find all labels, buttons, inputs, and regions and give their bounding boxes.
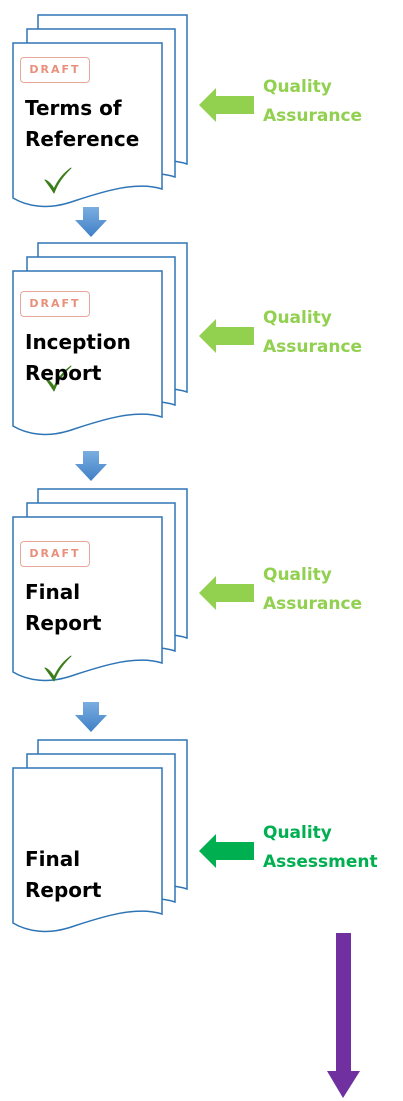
quality-label-line: Quality	[263, 565, 332, 585]
draft-stamp-icon: DRAFT	[20, 291, 90, 317]
document-title-final-report: Final Report	[25, 844, 101, 906]
document-title-line: Reference	[25, 127, 140, 151]
quality-label-line: Assurance	[263, 106, 363, 126]
document-title-line: Final	[25, 580, 81, 604]
quality-assurance-label: Quality Assurance	[263, 73, 362, 131]
document-stack-icon	[12, 242, 188, 436]
arrow-down-icon	[75, 207, 107, 237]
draft-stamp-icon: DRAFT	[20, 541, 90, 567]
document-stack-icon	[12, 14, 188, 208]
document-title-inception-report: Inception Report	[25, 327, 131, 389]
document-title-line: Report	[25, 878, 102, 902]
document-title-line: Inception	[25, 330, 131, 354]
checkmark-icon	[44, 365, 72, 392]
quality-label-line: Quality	[263, 823, 332, 843]
quality-assessment-label: Quality Assessment	[263, 819, 378, 877]
arrow-left-icon	[199, 576, 254, 610]
document-title-final-report-draft: Final Report	[25, 577, 101, 639]
document-title-line: Terms of	[25, 96, 122, 120]
checkmark-icon	[44, 167, 72, 194]
document-title-line: Report	[25, 611, 102, 635]
document-title-line: Final	[25, 847, 81, 871]
quality-label-line: Assurance	[263, 594, 363, 614]
long-arrow-down-icon	[327, 933, 360, 1098]
arrow-left-icon	[199, 319, 254, 353]
quality-label-line: Quality	[263, 308, 332, 328]
quality-label-line: Quality	[263, 77, 332, 97]
quality-label-line: Assessment	[263, 852, 378, 872]
quality-assurance-label: Quality Assurance	[263, 561, 362, 619]
quality-assurance-label: Quality Assurance	[263, 304, 362, 362]
arrow-left-icon	[199, 88, 254, 122]
document-stack-icon	[12, 488, 188, 682]
arrow-down-icon	[75, 702, 107, 732]
document-title-line: Report	[25, 361, 102, 385]
quality-label-line: Assurance	[263, 337, 363, 357]
document-stack-icon	[12, 739, 188, 933]
arrow-down-icon	[75, 451, 107, 481]
document-title-terms-of-reference: Terms of Reference	[25, 93, 139, 155]
checkmark-icon	[44, 655, 72, 682]
arrow-left-icon	[199, 834, 254, 868]
draft-stamp-icon: DRAFT	[20, 57, 90, 83]
